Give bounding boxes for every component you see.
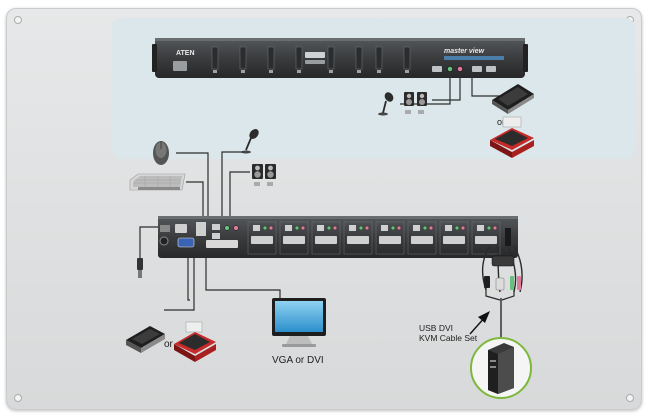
cable-set-label-line2: KVM Cable Set: [419, 333, 478, 343]
printer-icon: [174, 321, 216, 362]
speakers-icon: [404, 92, 427, 114]
monitor-icon: [272, 298, 326, 347]
speakers-icon: [252, 164, 276, 186]
scanner-icon: [126, 326, 165, 353]
scanner-icon: [492, 84, 534, 114]
kvm-switch-front: ATEN master view: [152, 38, 528, 78]
device-brand: ATEN: [176, 50, 195, 57]
product-line-label: master view: [444, 48, 485, 55]
pointer-arrow: [469, 311, 490, 335]
vga-or-dvi-label: VGA or DVI: [272, 355, 324, 366]
keyboard-icon: [129, 173, 186, 191]
panel-screw: [626, 394, 634, 402]
computer-tower-icon: [470, 337, 532, 399]
kvm-cable-icon: [481, 245, 523, 340]
kvm-switch-rear: [158, 216, 518, 258]
or-label-bottom: or: [164, 339, 173, 350]
mouse-icon: [153, 141, 169, 165]
printer-icon: [490, 116, 534, 158]
panel-screw: [14, 16, 22, 24]
microphone-icon: [378, 92, 394, 116]
cable-set-label-line1: USB DVI: [419, 323, 454, 333]
power-adapter-icon: [137, 258, 143, 278]
panel-screw: [14, 394, 22, 402]
or-label-top: or: [497, 117, 505, 127]
microphone-icon: [241, 129, 259, 154]
